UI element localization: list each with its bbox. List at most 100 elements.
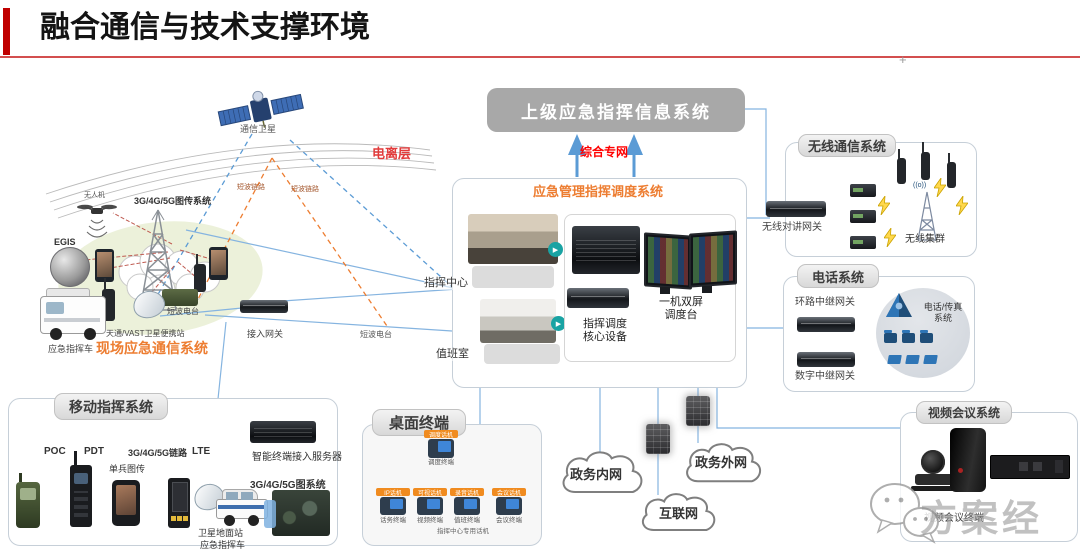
car-radio-2 — [850, 210, 876, 223]
duty-room-label: 值班室 — [436, 348, 469, 361]
digital-gateway-label: 数字中继网关 — [795, 371, 855, 382]
fax-terminal-3 — [923, 355, 938, 364]
phone-caption-1: 话务终端 — [380, 517, 406, 524]
watermark-text: 方案经理 — [920, 498, 1043, 553]
satellite-icon — [217, 90, 304, 128]
access-gateway-label: 接入网关 — [247, 329, 284, 339]
dual-screen-right — [689, 230, 737, 288]
loop-gateway-device — [797, 317, 855, 332]
mobile-system-tab: 移动指挥系统 — [54, 393, 168, 420]
vsat-label: 天通/VAST卫星便携站 — [106, 329, 185, 338]
photo-caption-block-2 — [484, 344, 560, 364]
phone-caption-4: 会议终端 — [496, 517, 522, 524]
car-radio-1 — [850, 184, 876, 197]
ptz-camera-icon — [911, 450, 961, 492]
shortwave-link-right-label: 短波链路 — [291, 186, 319, 193]
ip-phone-3 — [454, 497, 480, 515]
dispatch-core-server — [572, 226, 640, 274]
network-pyramid-icon — [886, 293, 912, 317]
cloud-gov-external — [687, 444, 760, 481]
internet-cloud-label: 互联网 — [659, 506, 699, 521]
phone-band-4: 会议话机 — [492, 488, 526, 496]
fax-node-2 — [902, 330, 915, 343]
rugged-phone-icon — [112, 480, 140, 526]
img-system-photo — [272, 490, 330, 536]
ip-phone-4 — [496, 497, 522, 515]
main-phone-band: 调度话机 — [424, 430, 458, 438]
flow-arrow-icon-1: ▶ — [548, 242, 563, 257]
superior-system-box: 上级应急指挥信息系统 — [487, 88, 745, 132]
fax-node-3 — [920, 330, 933, 343]
satellite-links — [156, 133, 453, 297]
terminal-access-server-label: 智能终端接入服务器 — [252, 452, 342, 463]
lightning-icon-4 — [956, 196, 968, 215]
suv-vehicle-icon — [216, 487, 268, 529]
access-gateway-device — [240, 300, 288, 313]
title-underline — [0, 56, 1080, 58]
wireless-system-box — [785, 142, 977, 257]
field-system-title: 现场应急通信系统 — [96, 340, 208, 356]
handheld-radio-3 — [947, 153, 956, 188]
lte-label: LTE — [192, 446, 211, 457]
blue-wires — [159, 108, 901, 495]
dual-screen-label: 一机双屏 调度台 — [659, 296, 703, 321]
fax-terminal-2 — [905, 355, 920, 364]
phone-band-2: 可视话机 — [413, 488, 447, 496]
gov-external-cloud-label: 政务外网 — [695, 455, 748, 470]
poc-label: POC — [44, 446, 66, 457]
ground-station-label: 卫星地面站 — [198, 528, 244, 538]
tower-system-label: 3G/4G/5G图传系统 — [134, 196, 212, 206]
field-smartphone-left — [95, 249, 114, 282]
rack-unit-icon — [990, 455, 1070, 479]
handheld-radio-1 — [897, 149, 906, 184]
dispatch-secondary-server — [567, 288, 629, 308]
stray-plus-artifact: + — [899, 52, 907, 67]
duty-room-photo — [480, 299, 556, 343]
g345-link-label: 3G/4G/5G链路 — [128, 448, 188, 458]
ionosphere-arcs — [45, 143, 437, 219]
desktop-box — [362, 424, 542, 546]
lte-terminal-icon — [168, 478, 190, 528]
command-center-label: 指挥中心 — [424, 277, 468, 290]
intercom-gateway-label: 无线对讲网关 — [762, 222, 822, 233]
page-title: 融合通信与技术支撑环境 — [40, 11, 370, 44]
field-handheld-radio-right — [194, 254, 206, 292]
phone-caption-3: 值班终端 — [454, 517, 480, 524]
pdt-label: PDT — [84, 446, 104, 457]
phone-caption-2: 视频终端 — [417, 517, 443, 524]
flow-arrow-icon-2: ▶ — [551, 316, 566, 331]
telephone-system-tab: 电话系统 — [797, 264, 879, 288]
wireless-system-tab: 无线通信系统 — [798, 134, 896, 157]
main-ip-phone — [428, 439, 454, 458]
monitor-stand-left — [660, 287, 670, 294]
gov-internal-cloud-label: 政务内网 — [570, 467, 623, 482]
dispatch-title: 应急管理指挥调度系统 — [532, 184, 663, 199]
cloud-internet — [643, 494, 714, 530]
ip-phone-2 — [417, 497, 443, 515]
img-system-tab — [264, 500, 276, 528]
mobile-vehicle-label: 应急指挥车 — [200, 540, 246, 550]
shortwave-link-left-label: 短波链路 — [237, 184, 265, 191]
wechat-icon — [870, 483, 939, 544]
main-phone-caption: 调度终端 — [428, 459, 454, 466]
satellite-label: 通信卫星 — [240, 124, 277, 134]
firewall-icon-1 — [646, 424, 670, 454]
private-network-label: 综合专网 — [579, 145, 628, 159]
title-accent-bar — [3, 8, 10, 55]
terminal-access-server — [250, 421, 316, 443]
video-system-tab: 视频会议系统 — [916, 401, 1012, 424]
drone-icon — [77, 204, 117, 238]
dual-screen-left — [644, 232, 692, 290]
hf-radio-label: 短波电台 — [167, 307, 199, 316]
egis-label: EGIS — [54, 237, 76, 247]
van-label: 应急指挥车 — [48, 344, 94, 354]
fax-system-label: 电话/传真 系统 — [923, 302, 963, 323]
lightning-icon-1 — [878, 196, 890, 215]
mcu-codec-icon — [950, 428, 986, 492]
ionosphere-label: 电离层 — [372, 146, 412, 161]
cloud-gov-internal — [564, 452, 642, 492]
lightning-icon-3 — [934, 178, 946, 197]
img-system-label: 3G/4G/5G图系统 — [250, 480, 326, 491]
fax-terminal-1 — [887, 355, 902, 364]
